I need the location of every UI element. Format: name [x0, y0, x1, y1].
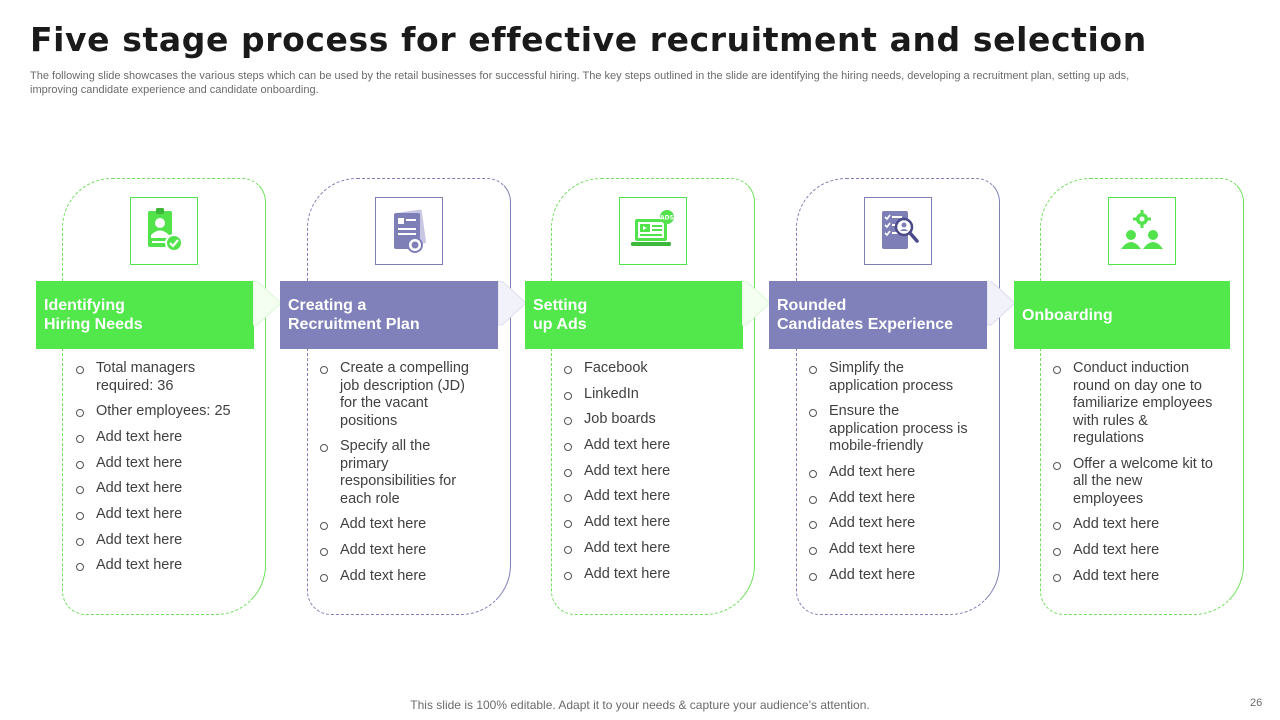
stage-5-card	[1040, 178, 1244, 615]
stage-4-arrow	[987, 281, 1016, 326]
list-item: Add text here	[1053, 516, 1213, 534]
list-item: Total managers required: 36	[76, 360, 236, 395]
stage-2-arrow	[498, 281, 527, 326]
list-item: Add text here	[1053, 568, 1213, 586]
list-item: Add text here	[320, 568, 480, 586]
stage-4-heading: Rounded Candidates Experience	[769, 281, 987, 349]
stage-1-icon-box	[130, 197, 198, 265]
list-item: Add text here	[564, 488, 724, 506]
list-item: Add text here	[320, 516, 480, 534]
list-item: Add text here	[809, 464, 969, 482]
stage-2-icon-box	[375, 197, 443, 265]
list-item: Add text here	[76, 557, 236, 575]
stage-2-card	[307, 178, 511, 615]
list-item: Specify all the primary responsibilities…	[320, 438, 480, 508]
list-item: Offer a welcome kit to all the new emplo…	[1053, 456, 1213, 509]
page-number: 26	[1250, 697, 1263, 709]
list-item: Add text here	[564, 514, 724, 532]
list-item: Add text here	[76, 506, 236, 524]
list-item: Add text here	[564, 463, 724, 481]
stage-2-heading: Creating a Recruitment Plan	[280, 281, 498, 349]
checklist-search-icon	[882, 211, 919, 249]
list-item: Simplify the application process	[809, 360, 969, 395]
list-item: Add text here	[76, 532, 236, 550]
list-item: Add text here	[76, 429, 236, 447]
list-item: Facebook	[564, 360, 724, 378]
list-item: Conduct induction round on day one to fa…	[1053, 360, 1213, 448]
slide-subtitle: The following slide showcases the variou…	[30, 70, 1130, 96]
list-item: Add text here	[809, 490, 969, 508]
stage-5-heading: Onboarding	[1014, 281, 1230, 349]
footer-note: This slide is 100% editable. Adapt it to…	[410, 698, 870, 712]
list-item: Add text here	[564, 566, 724, 584]
svg-text:ADS: ADS	[660, 215, 674, 222]
stage-1-card	[62, 178, 266, 615]
list-item: Add text here	[564, 540, 724, 558]
list-item: LinkedIn	[564, 386, 724, 404]
id-badge-icon	[148, 208, 183, 252]
list-item: Add text here	[809, 515, 969, 533]
list-item: Ensure the application process is mobile…	[809, 403, 969, 456]
document-plan-icon	[394, 209, 426, 253]
list-item: Other employees: 25	[76, 403, 236, 421]
list-item: Add text here	[564, 437, 724, 455]
list-item: Add text here	[1053, 542, 1213, 560]
stage-3-card	[551, 178, 755, 615]
list-item: Add text here	[320, 542, 480, 560]
list-item: Create a compelling job description (JD)…	[320, 360, 480, 430]
list-item: Add text here	[809, 567, 969, 585]
stage-3-arrow	[742, 281, 771, 326]
laptop-ads-icon: ADS	[631, 210, 674, 246]
list-item: Add text here	[76, 455, 236, 473]
stage-4-card	[796, 178, 1000, 615]
stage-4-icon-box	[864, 197, 932, 265]
team-gear-icon	[1121, 210, 1163, 249]
stage-5-icon-box	[1108, 197, 1176, 265]
stage-3-heading: Setting up Ads	[525, 281, 743, 349]
list-item: Job boards	[564, 411, 724, 429]
stage-1-heading: Identifying Hiring Needs	[36, 281, 254, 349]
slide-title: Five stage process for effective recruit…	[30, 20, 1147, 59]
list-item: Add text here	[76, 480, 236, 498]
stage-1-arrow	[253, 281, 282, 326]
stage-3-icon-box: ADS	[619, 197, 687, 265]
list-item: Add text here	[809, 541, 969, 559]
